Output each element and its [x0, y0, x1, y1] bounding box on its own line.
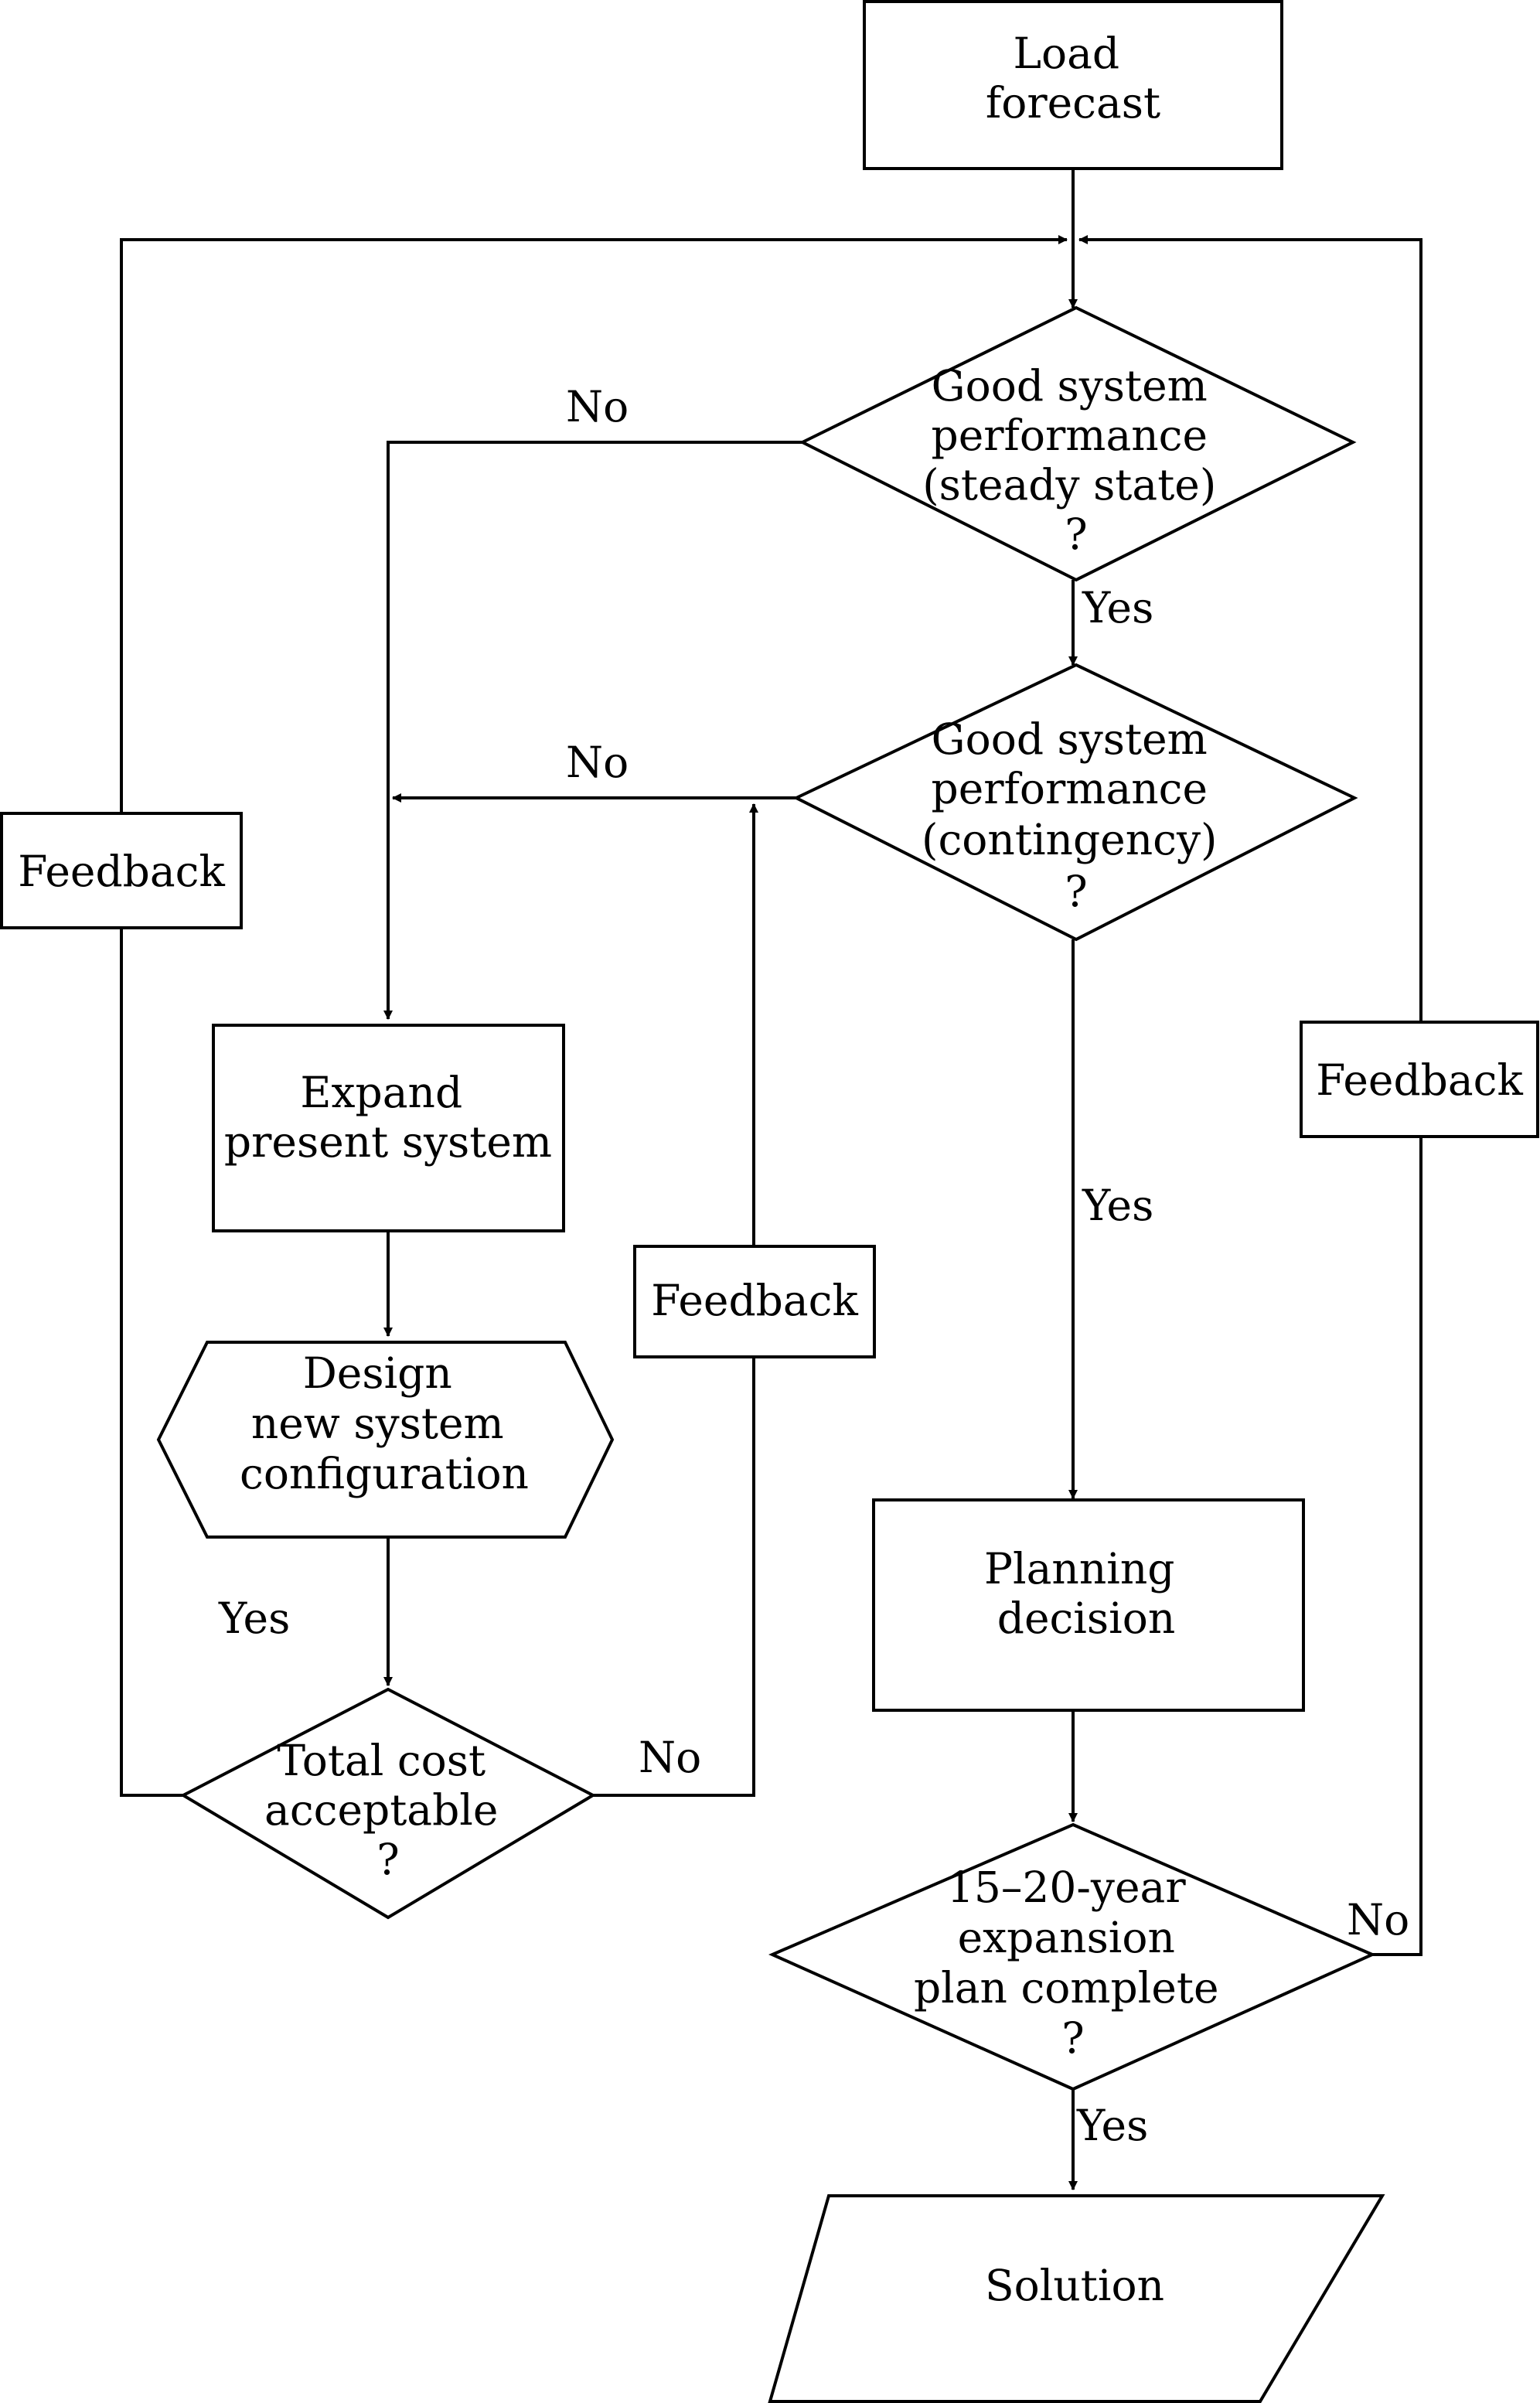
total-cost-decision	[179, 1687, 597, 1920]
feedback-right-box	[1300, 1021, 1539, 1138]
feedback-right-label: Feedback	[1316, 1055, 1523, 1105]
steady-state-label: Good system performance (steady state) ?	[922, 361, 1230, 559]
design-label: Design new system configuration	[240, 1348, 529, 1498]
solution-parallelogram	[768, 2194, 1385, 2403]
expand-label: Expand present system	[224, 1068, 552, 1167]
feedback-left-box	[0, 812, 243, 929]
expand-box	[212, 1024, 565, 1232]
design-hexagon	[156, 1341, 615, 1539]
expansion-plan-label: 15–20-year expansion plan complete ?	[914, 1863, 1232, 2063]
node-labels: Load forecast Good system performance (s…	[18, 29, 1523, 2310]
edge-left-feedback-top	[120, 235, 1068, 812]
load-forecast-box	[863, 0, 1283, 170]
plan-yes-label: Yes	[1076, 2101, 1148, 2150]
expansion-plan-decision	[768, 1822, 1376, 2091]
contingency-decision	[792, 663, 1358, 942]
connectors	[120, 169, 1422, 2190]
load-forecast-label: Load forecast	[986, 29, 1160, 128]
cost-no-label: No	[639, 1733, 701, 1782]
feedback-middle-label: Feedback	[651, 1276, 858, 1325]
edge-cost-no	[593, 1357, 755, 1797]
plan-no-label: No	[1347, 1895, 1409, 1945]
edge-steady-no	[383, 441, 802, 1020]
design-yes-label: Yes	[218, 1593, 290, 1643]
solution-label: Solution	[985, 2261, 1164, 2310]
contingency-label: Good system performance (contingency) ?	[922, 714, 1231, 916]
planning-label: Planning decision	[984, 1544, 1188, 1643]
feedback-left-label: Feedback	[18, 847, 225, 896]
steady-state-decision	[799, 305, 1357, 582]
total-cost-label: Total cost acceptable ?	[264, 1736, 512, 1884]
edge-right-feedback-top	[1078, 235, 1422, 1021]
contingency-yes-label: Yes	[1082, 1181, 1153, 1230]
edge-labels: No Yes No Yes Yes No No Yes	[218, 382, 1409, 2150]
steady-yes-label: Yes	[1082, 583, 1153, 632]
planning-box	[872, 1498, 1305, 1712]
steady-no-label: No	[566, 382, 629, 431]
edge-cost-yes-feedback	[120, 928, 183, 1797]
edge-plan-no	[1372, 1137, 1422, 1956]
contingency-no-label: No	[566, 738, 629, 787]
feedback-middle-box	[633, 1245, 876, 1358]
